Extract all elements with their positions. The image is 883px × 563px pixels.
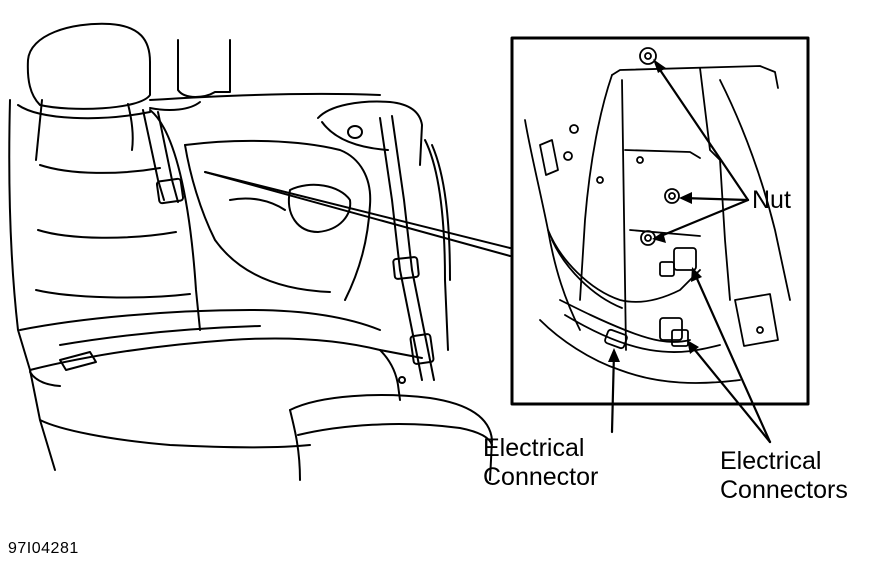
- electrical-connectors-label-line2: Connectors: [720, 476, 848, 504]
- trim-to-inset-pointer: [204, 171, 511, 249]
- seat-cushion: [29, 337, 381, 371]
- pillar-trim: [317, 100, 423, 166]
- electrical-connector-label-line2: Connector: [483, 463, 599, 491]
- connector-middle: [659, 317, 683, 341]
- rear-shelf: [149, 92, 381, 101]
- rear-seat-illustration: [8, 22, 511, 481]
- callout-leaders: [610, 62, 772, 444]
- electrical-connectors-label: Electrical Connectors: [720, 447, 848, 505]
- connector-left: [604, 328, 628, 350]
- electrical-connector-label-line1: Electrical: [483, 434, 585, 462]
- quarter-trim-panel: [184, 139, 372, 301]
- figure-id: 97I04281: [8, 540, 79, 557]
- outboard-seatbelt: [379, 117, 423, 381]
- center-seatbelt: [142, 109, 165, 201]
- nut-top: [639, 47, 657, 65]
- buckle-trim: [379, 349, 401, 401]
- nut-lower: [640, 230, 656, 246]
- connector-upper: [673, 247, 697, 271]
- armrest: [289, 394, 493, 481]
- nut-label: Nut: [752, 186, 791, 214]
- inset-detail: [524, 47, 791, 384]
- wiring-harness: [547, 229, 701, 303]
- callout-arrowheads: [608, 59, 702, 362]
- headrest: [26, 22, 151, 110]
- nut-middle: [664, 188, 680, 204]
- electrical-connectors-label-line1: Electrical: [720, 447, 822, 475]
- seat-back: [8, 99, 31, 371]
- detail-inset-frame: [510, 36, 810, 406]
- electrical-connector-label: Electrical Connector: [483, 434, 598, 492]
